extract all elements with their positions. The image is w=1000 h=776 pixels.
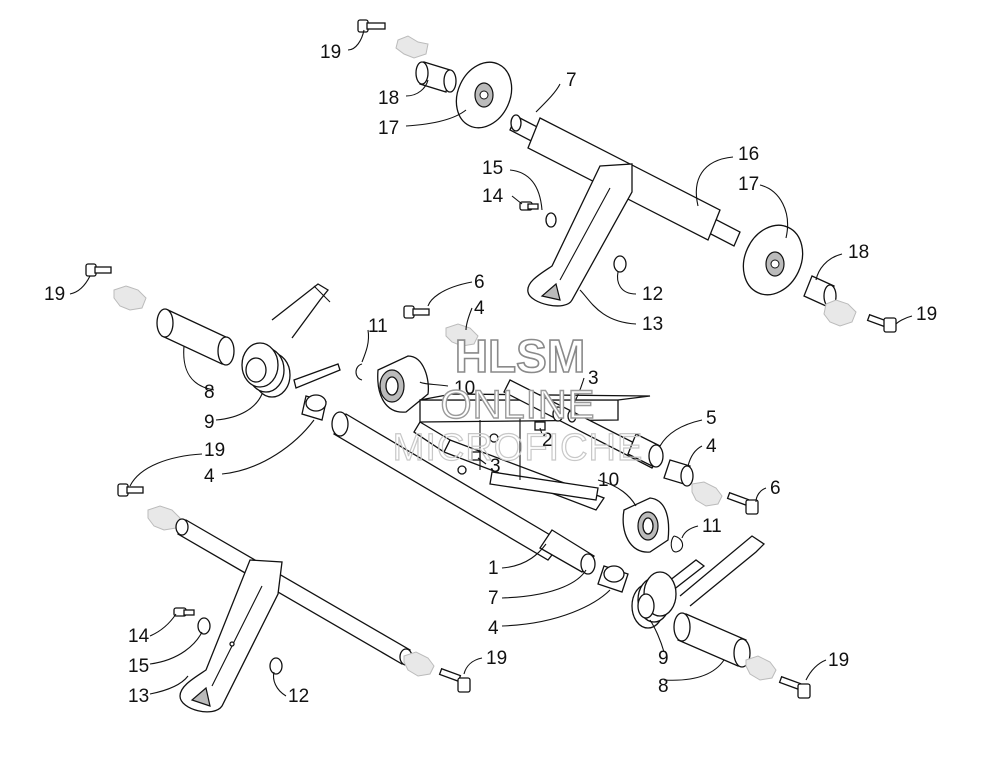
hole [489,433,499,443]
washer-ghost [445,323,479,347]
frame [413,379,661,511]
callout-13: 13 [128,686,149,707]
upper-arm [527,163,633,307]
callout-4: 4 [474,298,485,319]
callout-3: 3 [490,456,501,477]
callout-19: 19 [828,650,849,671]
callout-17: 17 [738,174,759,195]
callout-5: 5 [706,408,717,429]
watermark-line-2: ONLINE [441,383,596,427]
washer-ghost [403,651,435,677]
callout-16: 16 [738,144,759,165]
callout-6: 6 [770,478,781,499]
callout-11: 11 [702,516,722,537]
callout-7: 7 [566,70,577,91]
bracket-right [622,497,670,553]
upper-nut [613,255,627,273]
upper-washer [545,212,557,228]
hole [457,465,467,475]
callout-12: 12 [642,284,663,305]
bolt-upper-left [357,19,386,33]
callout-8: 8 [658,676,669,697]
washer-ghost [691,481,723,507]
wheel-upper-left [455,61,513,129]
callout-14: 14 [128,626,150,647]
watermark-line-3: MICROFICHE [393,427,644,469]
lower-washer [197,617,211,635]
bolt-mid-left [85,263,112,277]
washer-ghost [395,35,429,59]
bushing-right-4 [663,459,694,487]
callout-19: 19 [204,440,225,461]
callout-10: 10 [454,378,475,399]
clip-left [355,363,363,381]
bolt-upper-right [866,313,897,333]
callout-13: 13 [642,314,663,335]
washer-ghost [113,285,147,311]
spring-right [631,535,766,629]
callout-7: 7 [488,588,499,609]
washer-ghost [147,505,181,531]
callout-4: 4 [706,436,717,457]
spring-left [241,283,341,398]
bushing-right-8 [673,612,751,668]
callout-19: 19 [486,648,507,669]
bracket-left [377,355,430,413]
callout-2: 2 [542,430,553,451]
clip-right [670,535,684,553]
upper-shaft-assembly [357,19,897,333]
callout-19: 19 [320,42,341,63]
watermark: HLSM ONLINE MICROFICHE [392,329,644,469]
washer-3a [552,406,564,422]
hole [229,641,235,647]
callout-15: 15 [482,158,503,179]
callout-6: 6 [474,272,485,293]
callout-19: 19 [916,304,937,325]
bolt-lower-right [778,675,811,699]
bolt-small-3b [471,451,481,461]
callouts: 19 18 17 7 16 17 18 19 15 14 12 13 19 8 … [44,42,937,707]
upper-screw [519,201,539,211]
callout-1: 1 [488,558,499,579]
washer-ghost [745,655,777,681]
bolt-small-2 [534,421,546,431]
callout-9: 9 [658,648,669,669]
bolt-center-right [726,491,759,515]
leader-lines [69,29,913,697]
bushing-left-4 [301,394,327,421]
bolt-lower-mid [438,667,471,693]
bushing-upper-left [415,61,457,93]
callout-18: 18 [848,242,869,263]
bolt-center-left [403,305,430,319]
lower-nut [269,657,283,675]
callout-4: 4 [204,466,215,487]
callout-9: 9 [204,412,215,433]
crossbar [331,411,596,575]
wheel-upper-right [742,224,804,296]
callout-18: 18 [378,88,399,109]
washer-ghost [823,299,857,327]
bushing-lower-4 [597,565,629,593]
lower-arm [179,559,283,713]
callout-19: 19 [44,284,65,305]
bushing-5 [627,433,664,468]
callout-3: 3 [588,368,599,389]
callout-12: 12 [288,686,309,707]
lower-screw [173,607,195,617]
lower-shaft [175,518,413,666]
callout-8: 8 [204,382,215,403]
washer-3a [567,409,577,423]
callout-17: 17 [378,118,399,139]
watermark-line-1: HLSM [455,330,585,382]
callout-11: 11 [368,316,388,337]
callout-14: 14 [482,186,504,207]
lower-shaft-assembly [117,483,811,713]
bolt-lower-left [117,483,144,497]
center-assembly [85,263,759,593]
callout-10: 10 [598,470,619,491]
bushing-left-8 [156,308,235,366]
callout-15: 15 [128,656,149,677]
callout-4: 4 [488,618,499,639]
